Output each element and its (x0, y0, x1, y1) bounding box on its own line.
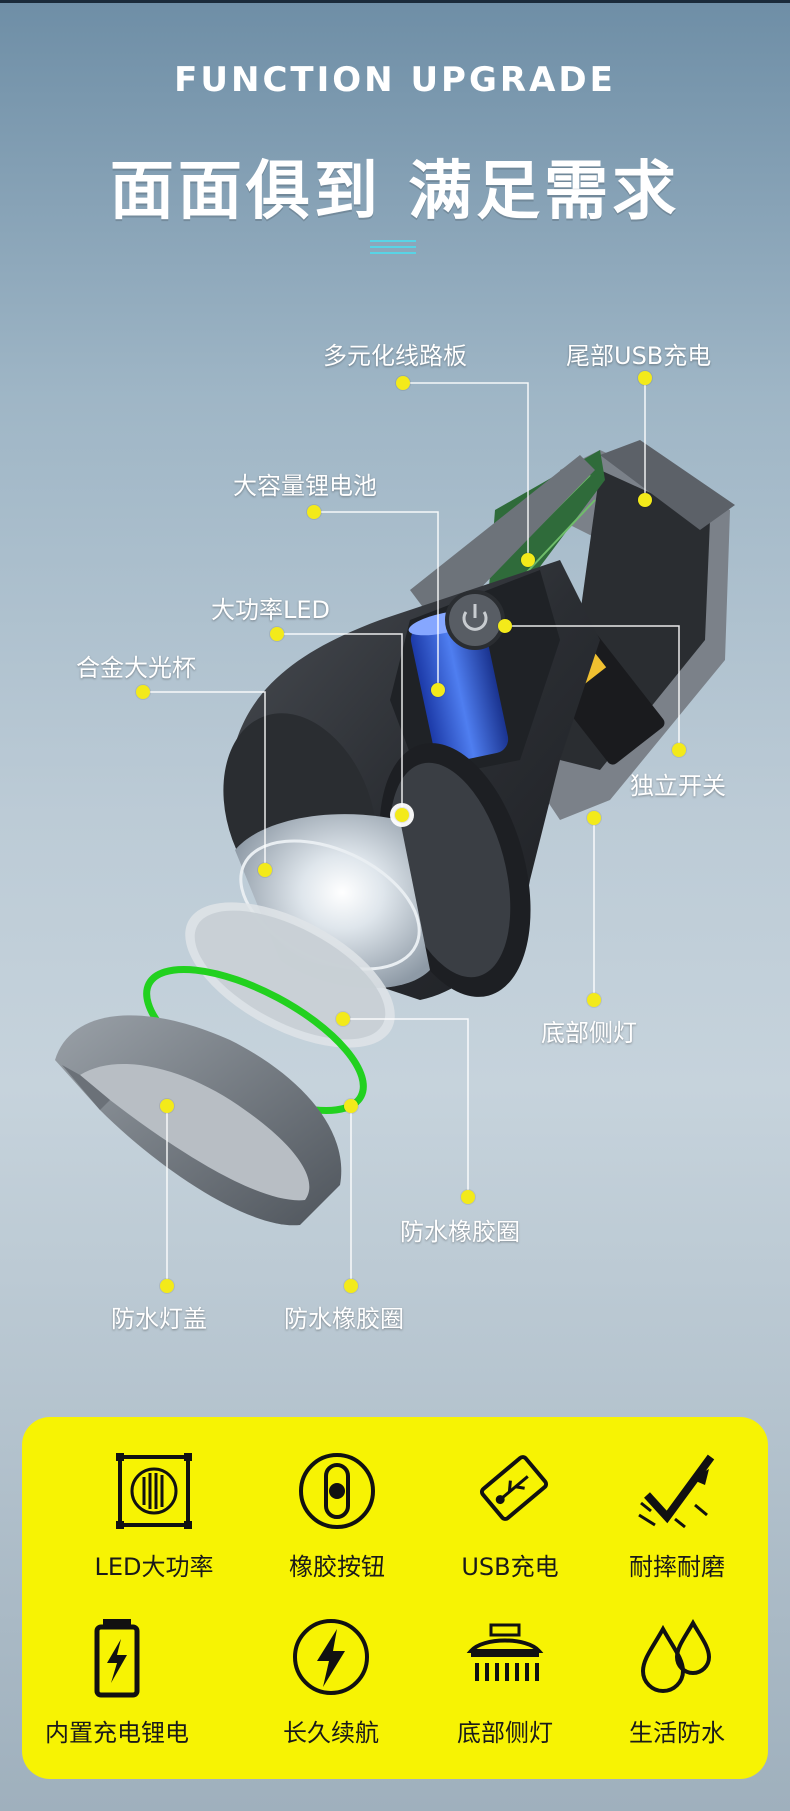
top-border (0, 0, 790, 3)
feature-label: 生活防水 (629, 1719, 725, 1747)
feature-item: 底部侧灯 (415, 1615, 595, 1748)
header: FUNCTION UPGRADE 面面俱到 满足需求 (0, 60, 790, 232)
callout-dot-side-light (587, 993, 601, 1007)
feature-item: 耐摔耐磨 (587, 1449, 767, 1582)
headline: 面面俱到 满足需求 (109, 155, 681, 229)
feature-item: USB充电 (420, 1449, 600, 1582)
callout-dot-gasket-right-start (336, 1012, 350, 1026)
feature-label: 长久续航 (283, 1719, 379, 1747)
side-lamp-icon (466, 1623, 544, 1681)
callout-dot-reflector (136, 685, 150, 699)
callout-usb-charge-tail: 尾部USB充电 (566, 342, 712, 370)
callout-dot-switch (672, 743, 686, 757)
battery-charge-icon (94, 1619, 140, 1698)
feature-item: 长久续航 (241, 1615, 421, 1748)
callout-lamp-cover: 防水灯盖 (111, 1305, 207, 1333)
features-panel: LED大功率 橡胶按钮 USB充电 耐摔耐磨 (22, 1417, 768, 1779)
callout-dot-reflector-end (258, 863, 272, 877)
impact-check-icon (638, 1454, 715, 1529)
flashlight-exploded-illustration (55, 440, 735, 1226)
callout-dot-battery-end (431, 683, 445, 697)
callout-dot-battery (307, 505, 321, 519)
usb-icon (479, 1455, 549, 1521)
lightning-bolt-icon (293, 1619, 369, 1695)
callout-dot-circuit-board-end (521, 553, 535, 567)
callout-dot-usb-end (638, 493, 652, 507)
callout-reflector: 合金大光杯 (76, 654, 196, 682)
feature-label: 底部侧灯 (457, 1719, 553, 1747)
callout-circuit-board: 多元化线路板 (323, 342, 467, 370)
water-drops-icon (640, 1618, 712, 1693)
callout-dot-lamp-cover (160, 1279, 174, 1293)
feature-item: 内置充电锂电 (27, 1615, 207, 1748)
callout-gasket-right: 防水橡胶圈 (400, 1218, 520, 1246)
feature-label: 耐摔耐磨 (629, 1553, 725, 1581)
callout-dot-side-light-start (587, 811, 601, 825)
callout-dot-led (270, 627, 284, 641)
callout-switch: 独立开关 (630, 772, 726, 800)
led-chip-icon (116, 1453, 192, 1529)
feature-label: LED大功率 (94, 1553, 214, 1581)
feature-item: 橡胶按钮 (247, 1449, 427, 1582)
feature-item: 生活防水 (587, 1615, 767, 1748)
callout-dot-switch-start (498, 619, 512, 633)
feature-item: LED大功率 (64, 1449, 244, 1582)
callout-dot-gasket-bottom-start (344, 1099, 358, 1113)
feature-label: USB充电 (461, 1553, 559, 1581)
callout-dot-gasket-bottom (344, 1279, 358, 1293)
callout-gasket-bottom: 防水橡胶圈 (284, 1305, 404, 1333)
callout-dot-lamp-cover-start (160, 1099, 174, 1113)
callout-dot-usb (638, 371, 652, 385)
callout-side-light: 底部侧灯 (541, 1019, 637, 1047)
callout-battery: 大容量锂电池 (233, 472, 377, 500)
feature-label: 内置充电锂电 (45, 1719, 189, 1747)
feature-label: 橡胶按钮 (289, 1553, 385, 1581)
callout-dot-gasket-right (461, 1190, 475, 1204)
rubber-button-icon (299, 1453, 375, 1529)
callout-dot-led-end (395, 808, 409, 822)
accent-lines (370, 240, 416, 258)
eyebrow-title: FUNCTION UPGRADE (174, 60, 616, 100)
callout-dot-circuit-board (396, 376, 410, 390)
callout-led: 大功率LED (211, 596, 331, 624)
